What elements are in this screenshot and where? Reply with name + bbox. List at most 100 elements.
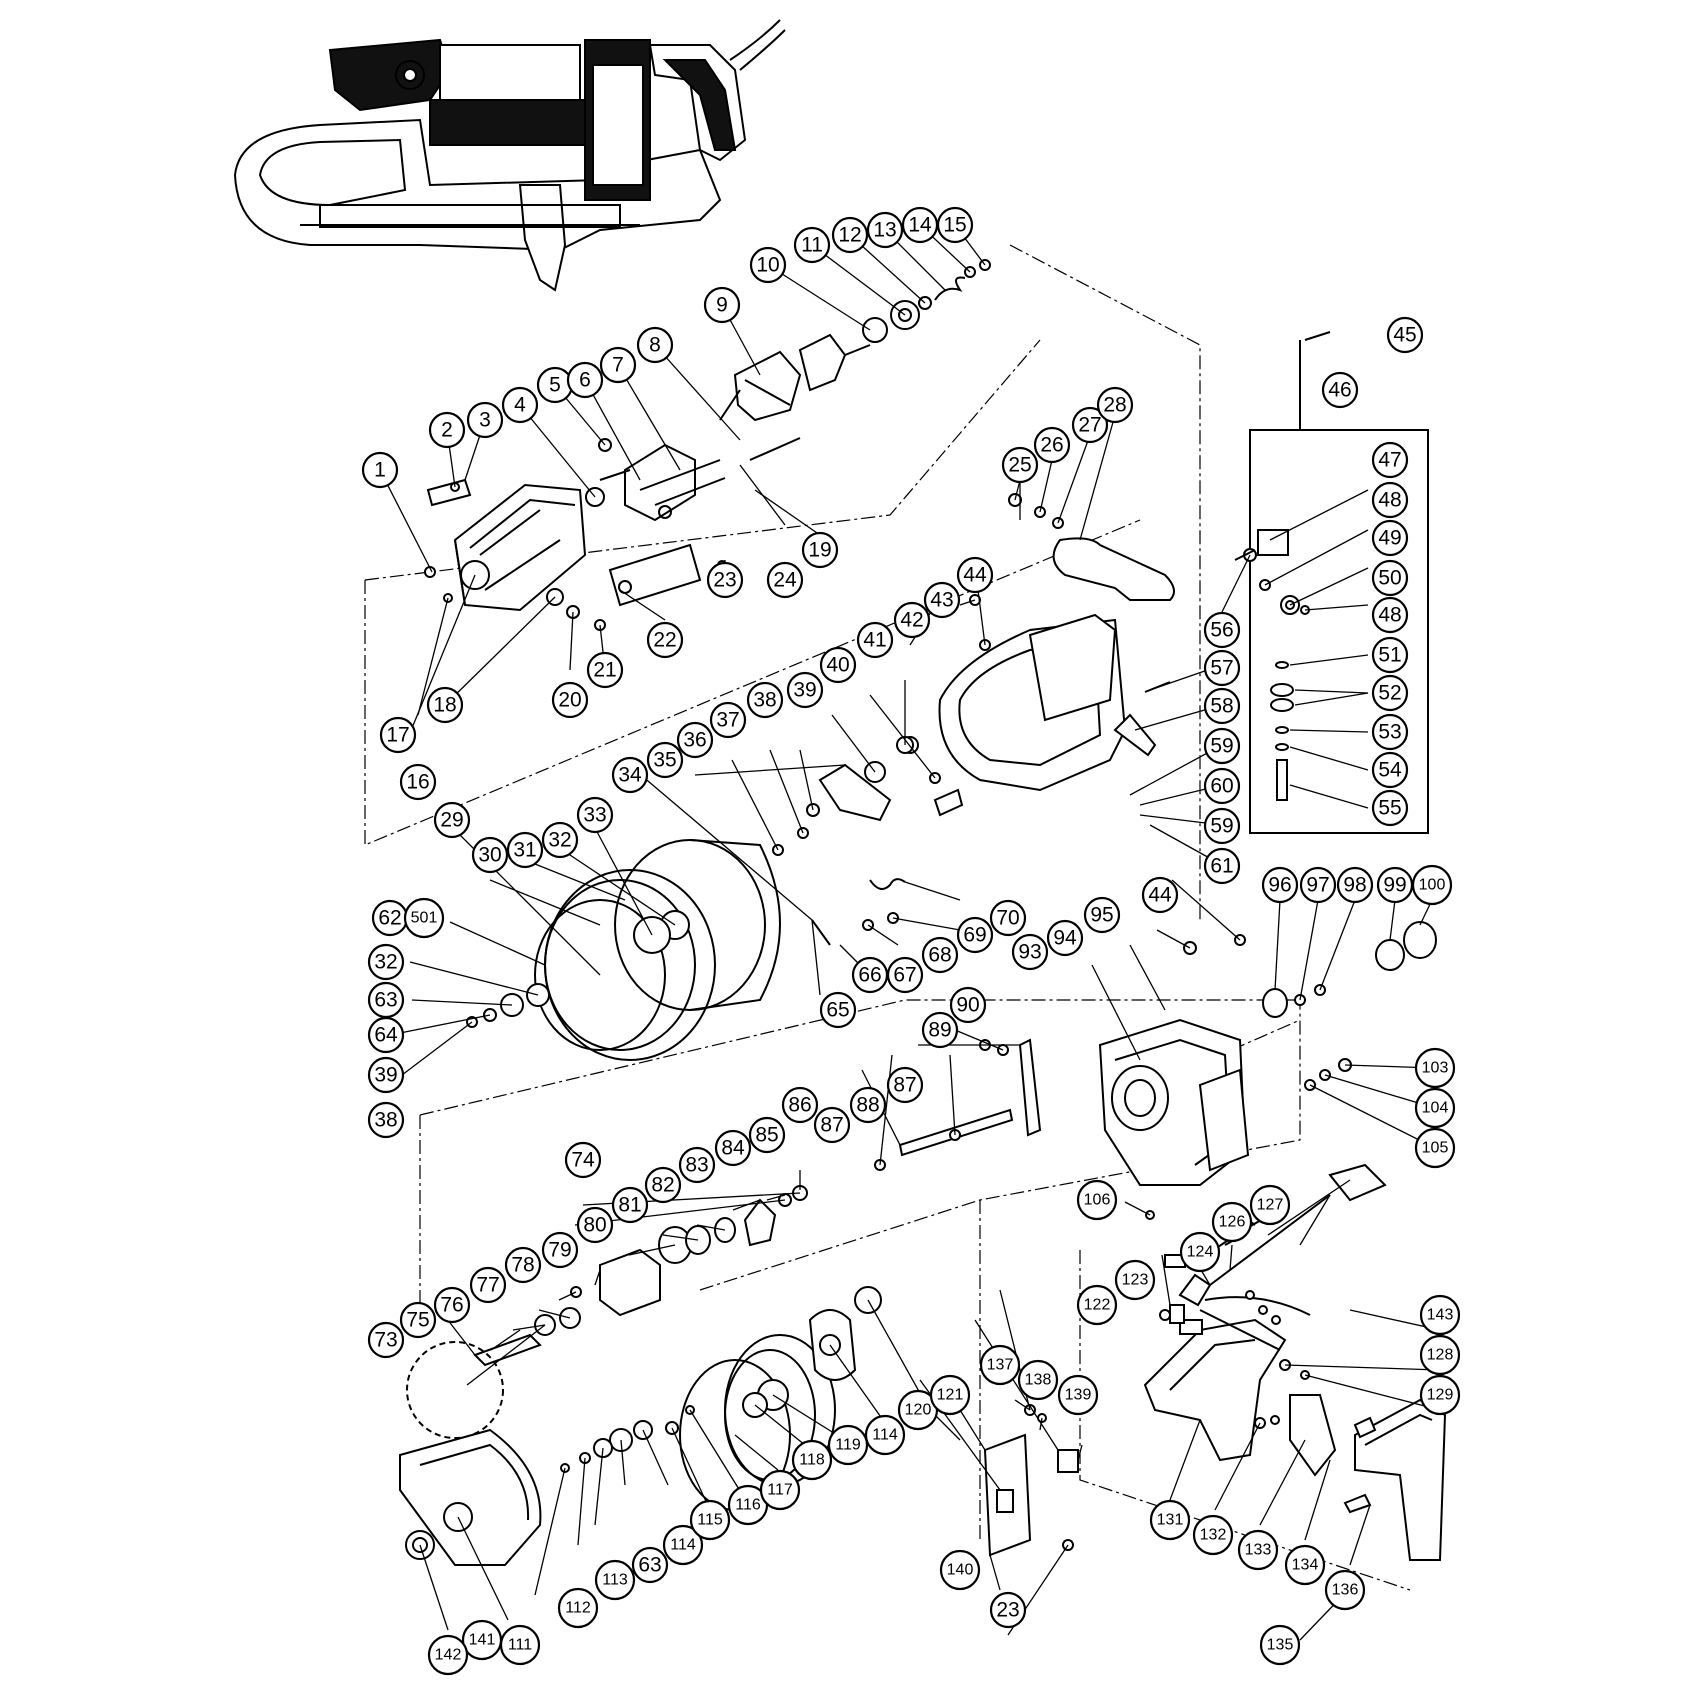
callout-number: 45	[1393, 324, 1416, 347]
callout-number: 93	[1018, 941, 1041, 964]
callout-part-114: 114	[662, 1524, 704, 1566]
callout-circle	[1371, 559, 1409, 597]
callout-part-112: 112	[557, 1587, 599, 1629]
callout-part-11: 11	[793, 226, 831, 264]
callout-circle	[1237, 1529, 1279, 1571]
callout-number: 4	[514, 394, 526, 417]
callout-part-10: 10	[749, 246, 787, 284]
callout-number: 141	[469, 1632, 496, 1649]
callout-part-116: 116	[727, 1484, 769, 1526]
callout-number: 63	[638, 1554, 661, 1577]
callout-circle	[1386, 316, 1424, 354]
callout-part-126: 126	[1211, 1201, 1253, 1243]
callout-circle	[1324, 1569, 1366, 1611]
callout-part-56: 56	[1203, 611, 1241, 649]
callout-part-29: 29	[433, 801, 471, 839]
callout-part-14: 14	[901, 206, 939, 244]
callout-part-52: 52	[1371, 674, 1409, 712]
callout-circle	[586, 651, 624, 689]
callout-number: 37	[716, 709, 739, 732]
callout-circle	[786, 671, 824, 709]
callout-circle	[1371, 789, 1409, 827]
callout-part-32: 32	[541, 821, 579, 859]
callout-part-99: 99	[1376, 866, 1414, 904]
callout-number: 75	[406, 1309, 429, 1332]
callout-part-87: 87	[886, 1066, 924, 1104]
callout-part-53: 53	[1371, 713, 1409, 751]
callout-part-34: 34	[611, 756, 649, 794]
callout-number: 115	[697, 1512, 723, 1529]
callout-part-89: 89	[921, 1011, 959, 1049]
callout-part-106: 106	[1076, 1179, 1118, 1221]
callout-part-93: 93	[1011, 933, 1049, 971]
callout-part-87: 87	[813, 1106, 851, 1144]
callout-circle	[819, 646, 857, 684]
callout-number: 26	[1040, 434, 1063, 457]
callout-number: 31	[513, 839, 536, 862]
callout-part-51: 51	[1371, 636, 1409, 674]
kit-box-46	[1249, 429, 1429, 834]
brand-label: HITACHI	[478, 53, 528, 65]
callout-part-36: 36	[676, 721, 714, 759]
callout-part-38: 38	[746, 681, 784, 719]
callout-part-44: 44	[1141, 876, 1179, 914]
callout-part-30: 30	[471, 836, 509, 874]
callout-part-122: 122	[1076, 1284, 1118, 1326]
callout-circle	[1203, 727, 1241, 765]
callout-circle	[1414, 1127, 1456, 1169]
callout-circle	[1259, 1624, 1301, 1666]
callout-number: 126	[1219, 1214, 1246, 1231]
callout-number: 137	[987, 1357, 1014, 1374]
callout-part-85: 85	[748, 1116, 786, 1154]
callout-part-48: 48	[1371, 481, 1409, 519]
callout-part-50: 50	[1371, 559, 1409, 597]
callout-part-2: 2	[428, 411, 466, 449]
callout-number: 24	[773, 569, 797, 592]
callout-circle	[504, 1246, 542, 1284]
callout-circle	[469, 1266, 507, 1304]
callout-circle	[1371, 519, 1409, 557]
callout-part-61: 61	[1203, 847, 1241, 885]
callout-circle	[557, 1587, 599, 1629]
callout-number: 38	[753, 689, 776, 712]
callout-part-58: 58	[1203, 687, 1241, 725]
callout-number: 86	[788, 1094, 811, 1117]
callout-part-86: 86	[781, 1086, 819, 1124]
callout-circle	[1411, 864, 1453, 906]
callout-circle	[361, 451, 399, 489]
callout-circle	[1211, 1201, 1253, 1243]
callout-circle	[929, 1374, 971, 1416]
callout-number: 25	[1008, 454, 1031, 477]
callout-part-23: 23	[989, 1591, 1027, 1629]
callout-number: 84	[721, 1137, 745, 1160]
callout-circle	[1203, 649, 1241, 687]
callout-part-33: 33	[576, 796, 614, 834]
callout-number: 62	[378, 907, 401, 930]
callout-number: 113	[602, 1572, 628, 1589]
callout-circle	[791, 1439, 833, 1481]
callout-part-140: 140	[939, 1549, 981, 1591]
callout-circle	[501, 386, 539, 424]
callout-part-129: 129	[1419, 1374, 1461, 1416]
callout-circle	[1371, 713, 1409, 751]
callout-circle	[746, 681, 784, 719]
callout-part-111: 111	[499, 1624, 541, 1666]
callout-part-37: 37	[709, 701, 747, 739]
callout-number: 111	[508, 1637, 532, 1654]
callout-circle	[956, 556, 994, 594]
callout-number: 50	[1378, 567, 1401, 590]
callout-number: 22	[653, 629, 676, 652]
callout-part-22: 22	[646, 621, 684, 659]
callout-part-46: 46	[1321, 371, 1359, 409]
callout-part-55: 55	[1371, 789, 1409, 827]
callout-number: 36	[683, 729, 706, 752]
callout-number: 8	[649, 334, 661, 357]
callout-circle	[1261, 866, 1299, 904]
callout-part-78: 78	[504, 1246, 542, 1284]
callout-number: 54	[1378, 759, 1402, 782]
callout-part-83: 83	[678, 1146, 716, 1184]
callout-number: 65	[826, 999, 849, 1022]
callout-number: 40	[826, 654, 849, 677]
callout-circle	[989, 1591, 1027, 1629]
